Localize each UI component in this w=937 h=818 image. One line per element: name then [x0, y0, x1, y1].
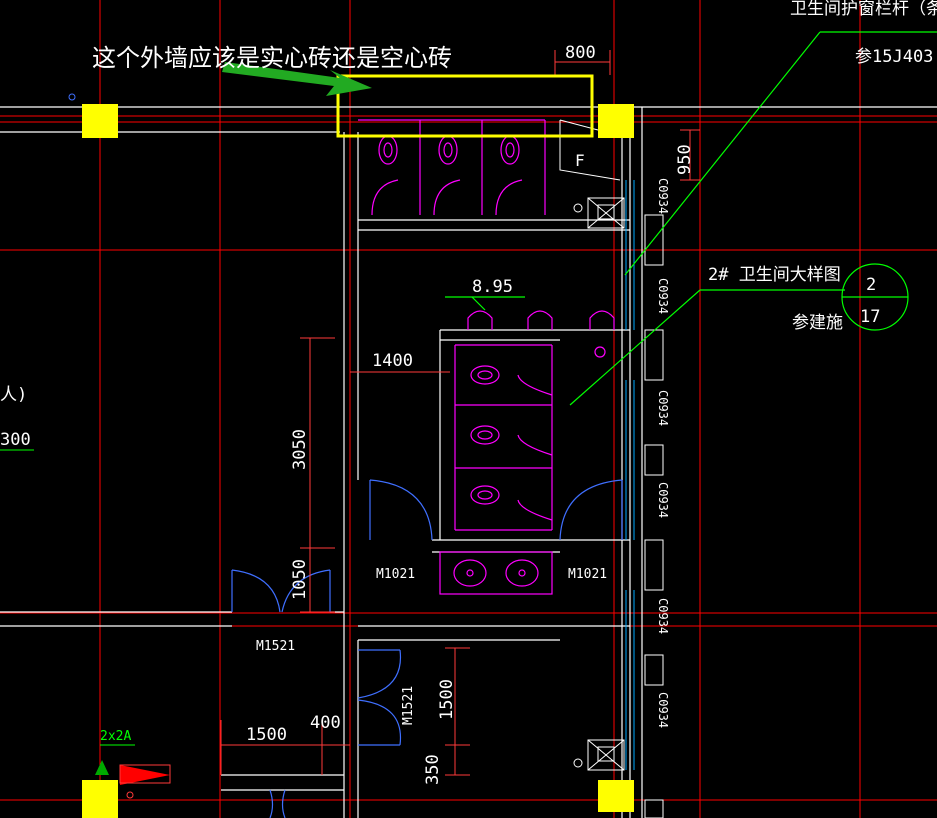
window-c0934-4: C0934: [656, 482, 670, 518]
detail-callout-circle: [841, 263, 909, 331]
callout-ref: 参建施: [792, 313, 843, 333]
door-swings: [231, 479, 623, 818]
dim-350: 350: [423, 754, 443, 785]
column-tag: 2x2A: [100, 729, 131, 744]
annotation-question: 这个外墙应该是实心砖还是空心砖: [92, 44, 452, 72]
dim-1500-horizontal: 1500: [246, 725, 287, 745]
dim-400: 400: [310, 713, 341, 733]
annotation-arrow: [222, 62, 372, 96]
toilet-fixtures: [358, 119, 615, 595]
callout-circle-bottom: 17: [860, 307, 880, 327]
dim-1050: 1050: [290, 559, 310, 600]
window-frames: [644, 214, 664, 818]
dim-top-width: 800: [565, 43, 596, 63]
column-blocks: [82, 104, 634, 818]
window-c0934-1: C0934: [656, 178, 670, 214]
label-left-partial: 人): [0, 385, 27, 405]
section-marker: [95, 744, 171, 799]
leader-lines: [445, 31, 937, 406]
label-left-number: 300: [0, 430, 31, 450]
window-c0934-5: C0934: [656, 598, 670, 634]
dimension-lines: [220, 50, 700, 776]
window-c0934-3: C0934: [656, 390, 670, 426]
dim-1400: 1400: [372, 351, 413, 371]
callout-circle-top: 2: [866, 275, 876, 295]
door-m1021-right: M1021: [568, 567, 607, 582]
dim-1500-vertical: 1500: [437, 679, 457, 720]
top-right-note-line1: 卫生间护窗栏杆（条: [790, 0, 937, 19]
window-c0934-6: C0934: [656, 692, 670, 728]
dim-elevation: 8.95: [472, 277, 513, 297]
callout-title: 2# 卫生间大样图: [708, 265, 841, 285]
door-m1521-vertical: M1521: [401, 686, 416, 725]
shaft-label: F: [575, 151, 585, 170]
door-m1521-left: M1521: [256, 639, 295, 654]
window-glazing: [625, 180, 635, 770]
dim-3050: 3050: [290, 429, 310, 470]
dim-950: 950: [675, 144, 695, 175]
floor-drains: [68, 93, 625, 771]
door-m1021-left: M1021: [376, 567, 415, 582]
window-c0934-2: C0934: [656, 278, 670, 314]
top-right-note-line2: 参15J403: [855, 47, 933, 67]
highlight-box[interactable]: [336, 74, 594, 138]
walls: [0, 106, 937, 818]
